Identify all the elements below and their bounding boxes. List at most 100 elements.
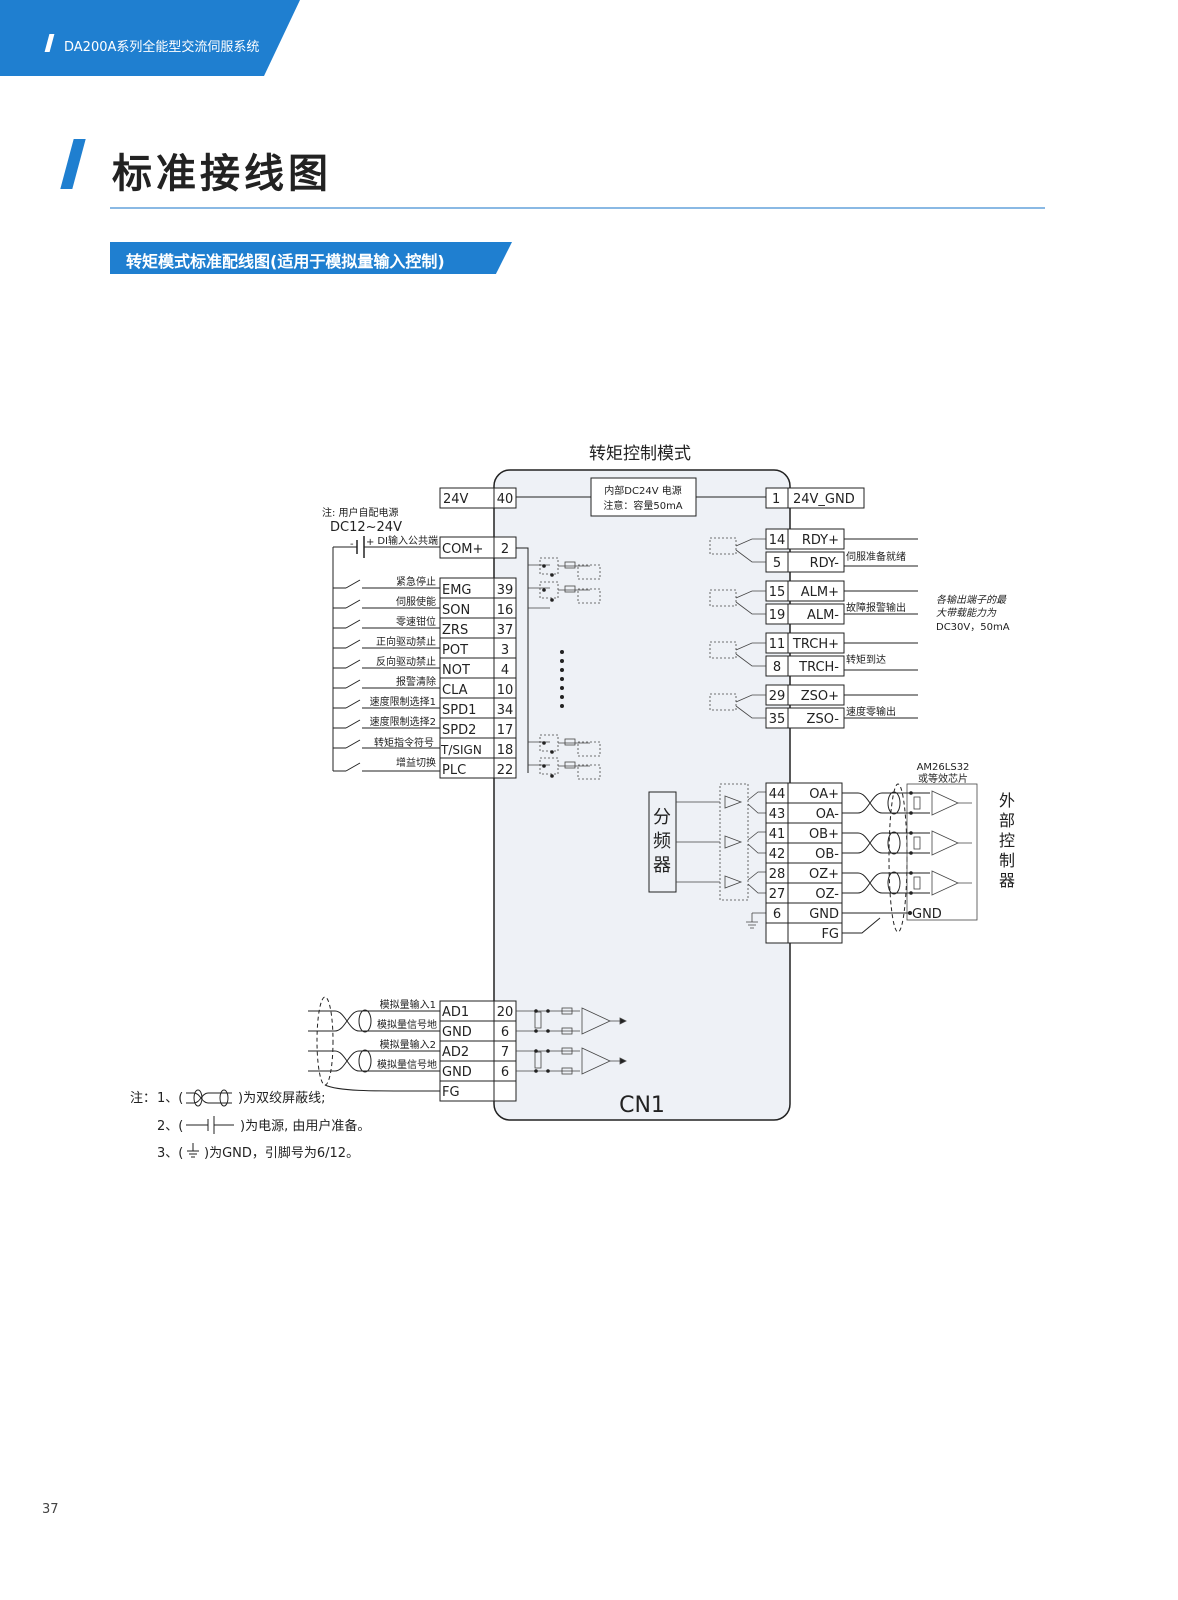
user-supply-voltage: DC12~24V [330, 520, 402, 535]
input-signal-plc: PLC [442, 763, 466, 778]
input-desc-zrs: 零速钳位 [396, 615, 436, 628]
input-pin-son: 16 [497, 603, 514, 618]
output-pin-zsop: 29 [769, 689, 786, 704]
analog-signal-fg: FG [442, 1085, 460, 1100]
output-pin-almp: 15 [769, 585, 786, 600]
output-pin-rdym: 5 [773, 556, 781, 571]
page-number: 37 [42, 1502, 59, 1517]
connector-label: CN1 [619, 1093, 665, 1118]
encoder-pin-table [765, 782, 843, 944]
enc-signal-fg: FG [821, 927, 839, 942]
receiver-chip-note: 或等效芯片 [918, 772, 968, 785]
pin-box-40 [493, 487, 517, 509]
input-pin-table [439, 536, 517, 779]
driver-body [493, 469, 791, 1121]
output-signal-rdyp: RDY+ [802, 533, 839, 548]
battery-minus: - [350, 539, 354, 550]
analog-pin-table [439, 1000, 517, 1102]
output-capacity-line3: DC30V，50mA [936, 622, 1010, 633]
pin-box-24vgnd [787, 487, 865, 509]
frequency-divider-box [648, 791, 677, 893]
note-3-text: )为GND，引脚号为6/12。 [204, 1145, 359, 1161]
note-3-num: 3、( [157, 1146, 183, 1161]
ext-ctrl-char-5: 器 [999, 871, 1015, 890]
output-desc-alm: 故障报警输出 [846, 601, 906, 614]
ext-ctrl-char-1: 外 [999, 791, 1015, 810]
enc-signal-obm: OB- [815, 847, 839, 862]
ground-icon [187, 1143, 199, 1158]
enc-pin-ozp: 28 [769, 867, 786, 882]
input-desc-com: DI输入公共端 [377, 534, 438, 547]
input-desc-tsign: 转矩指令符号 [374, 736, 434, 749]
analog-desc-gnd1: 模拟量信号地 [377, 1018, 437, 1031]
input-dots [542, 564, 564, 778]
input-desc-cla: 报警清除 [396, 675, 436, 688]
input-pin-pot: 3 [501, 643, 509, 658]
section-tab [110, 242, 512, 274]
analog-dots [534, 1009, 550, 1073]
output-desc-zso: 速度零输出 [846, 705, 896, 718]
enc-signal-gnd: GND [809, 907, 839, 922]
input-signal-son: SON [442, 603, 470, 618]
input-signal-pot: POT [442, 643, 468, 658]
battery-plus: + [366, 537, 374, 548]
analog-signal-gnd2: GND [442, 1065, 472, 1080]
input-switches [333, 547, 529, 773]
enc-signal-oap: OA+ [809, 787, 839, 802]
header-doc-title: DA200A系列全能型交流伺服系统 [64, 40, 260, 55]
input-optocouplers [528, 557, 601, 780]
internal-supply-line2: 注意：容量50mA [603, 499, 682, 512]
input-desc-not: 反向驱动禁止 [376, 655, 436, 668]
output-optocouplers [709, 537, 766, 719]
notes-prefix: 注： [130, 1091, 156, 1106]
input-desc-son: 伺服使能 [396, 595, 436, 608]
section-title: 转矩模式标准配线图(适用于模拟量输入控制) [126, 252, 445, 271]
external-gnd-label: GND [912, 907, 942, 922]
enc-signal-ozp: OZ+ [809, 867, 839, 882]
input-signal-zrs: ZRS [442, 623, 468, 638]
input-desc-pot: 正向驱动禁止 [376, 635, 436, 648]
output-pin-zsom: 35 [769, 712, 786, 727]
receiver-chip [906, 783, 978, 921]
line-drivers [676, 783, 766, 929]
input-desc-emg: 紧急停止 [396, 575, 436, 588]
input-signal-emg: EMG [442, 583, 472, 598]
enc-pin-oam: 43 [769, 807, 786, 822]
analog-signal-ad1: AD1 [442, 1005, 469, 1020]
analog-pin-gnd1: 6 [501, 1025, 509, 1040]
output-capacity-line2: 大带载能力为 [936, 607, 997, 619]
input-pin-cla: 10 [497, 683, 514, 698]
battery-icon [332, 536, 440, 771]
ext-ctrl-char-4: 制 [999, 851, 1015, 870]
output-pin-trchp: 11 [769, 637, 786, 652]
input-pin-emg: 39 [497, 583, 514, 598]
pin-24vgnd-label: 24V_GND [793, 492, 855, 507]
mode-title: 转矩控制模式 [589, 444, 691, 464]
page-title: 标准接线图 [112, 151, 332, 197]
enc-pin-obp: 41 [769, 827, 786, 842]
enc-pin-oap: 44 [769, 787, 786, 802]
analog-signal-gnd1: GND [442, 1025, 472, 1040]
output-pin-table [765, 528, 845, 729]
internal-supply-box [590, 477, 697, 517]
output-pin-rdyp: 14 [769, 533, 786, 548]
enc-signal-oam: OA- [816, 807, 840, 822]
output-signal-trchm: TRCH- [798, 660, 839, 675]
output-wires [843, 538, 918, 719]
enc-pin-gnd: 6 [773, 907, 781, 922]
input-signal-tsign: T/SIGN [440, 743, 482, 757]
analog-pin-ad2: 7 [501, 1045, 509, 1060]
output-pin-almm: 19 [769, 608, 786, 623]
output-signal-zsom: ZSO- [807, 712, 840, 727]
input-desc-spd1: 速度限制选择1 [370, 695, 436, 708]
twisted-shield-icon [186, 1089, 232, 1107]
input-signal-cla: CLA [442, 683, 468, 698]
input-pin-plc: 22 [497, 763, 514, 778]
encoder-twisted-pairs [842, 783, 930, 934]
analog-desc-ad1: 模拟量输入1 [380, 998, 436, 1011]
analog-pin-ad1: 20 [497, 1005, 514, 1020]
enc-pin-ozm: 27 [769, 887, 786, 902]
input-pin-spd1: 34 [497, 703, 514, 718]
title-divider [110, 207, 1045, 209]
output-signal-almm: ALM- [807, 608, 839, 623]
